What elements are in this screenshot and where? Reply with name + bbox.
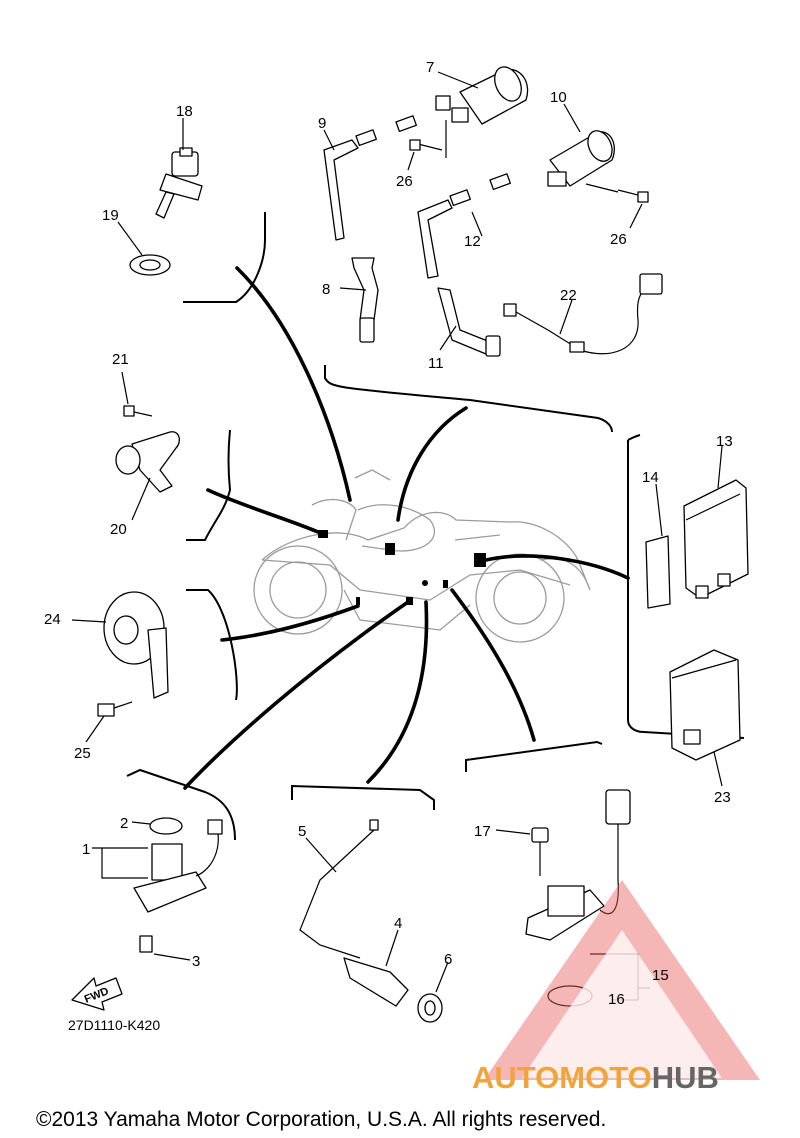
watermark-logo [484,880,760,1080]
part-sensor-20 [115,431,181,521]
callout-5: 5 [298,823,306,840]
watermark-text: AUTOMOTOHUB [472,1060,719,1095]
part-pad-14 [645,483,671,609]
callout-3: 3 [192,953,200,970]
watermark-text-hub: HUB [652,1060,719,1095]
callout-26-top: 26 [396,173,413,190]
callout-1: 1 [82,841,90,858]
callout-11: 11 [428,355,444,372]
callout-4: 4 [394,915,402,932]
part-bolt-17 [495,827,549,876]
part-gasket-6 [417,961,449,1023]
part-sensor-1 [92,819,223,913]
part-spark-plug-lead-12 [417,173,511,279]
component-markers [318,530,486,605]
part-ignition-coil-10 [547,103,615,187]
part-horn-24 [71,591,169,699]
callout-19: 19 [102,207,119,224]
callout-21: 21 [112,351,129,368]
callout-17: 17 [474,823,491,840]
callout-25: 25 [74,745,91,762]
watermark-text-automoto: AUTOMOTO [472,1060,652,1095]
leader-lines [183,266,630,790]
callout-9: 9 [318,115,326,132]
part-plug-cap-8 [339,257,379,343]
callout-13: 13 [716,433,733,450]
part-coil-bolts [407,139,649,229]
part-lead-5 [299,819,379,959]
part-ignition-coil-7 [435,66,529,158]
callout-26-right: 26 [610,231,627,248]
motorcycle-outline [253,469,591,643]
callout-7: 7 [426,59,434,76]
part-bolt-21 [121,371,153,417]
part-bolt-3 [139,935,191,961]
part-relay-23 [669,649,741,787]
part-sensor-15 [525,789,650,1001]
callout-23: 23 [714,789,731,806]
part-sensor-4 [343,929,409,1007]
callout-20: 20 [110,521,127,538]
callout-18: 18 [176,103,193,120]
callout-10: 10 [550,89,567,106]
part-temperature-sensor [155,118,203,219]
callout-24: 24 [44,611,61,628]
part-spark-plug-lead-9 [323,115,417,241]
callout-2: 2 [120,815,128,832]
callout-6: 6 [444,951,452,968]
part-sensor-lead-22 [503,273,663,355]
callout-8: 8 [322,281,330,298]
callout-14: 14 [642,469,659,486]
callout-16: 16 [608,991,625,1008]
part-o-ring-2 [131,817,183,835]
callout-15: 15 [652,967,669,984]
part-sensor-gasket [117,221,171,276]
group-brackets [126,212,745,841]
drawing-code: 27D1110-K420 [68,1017,160,1033]
fwd-arrow-icon: FWD [71,977,123,1011]
part-ecu-13 [683,445,749,599]
part-bolt-25 [85,701,133,743]
callout-22: 22 [560,287,577,304]
copyright-notice: ©2013 Yamaha Motor Corporation, U.S.A. A… [36,1108,606,1131]
part-plug-cap-11 [437,287,501,357]
callout-12: 12 [464,233,481,250]
